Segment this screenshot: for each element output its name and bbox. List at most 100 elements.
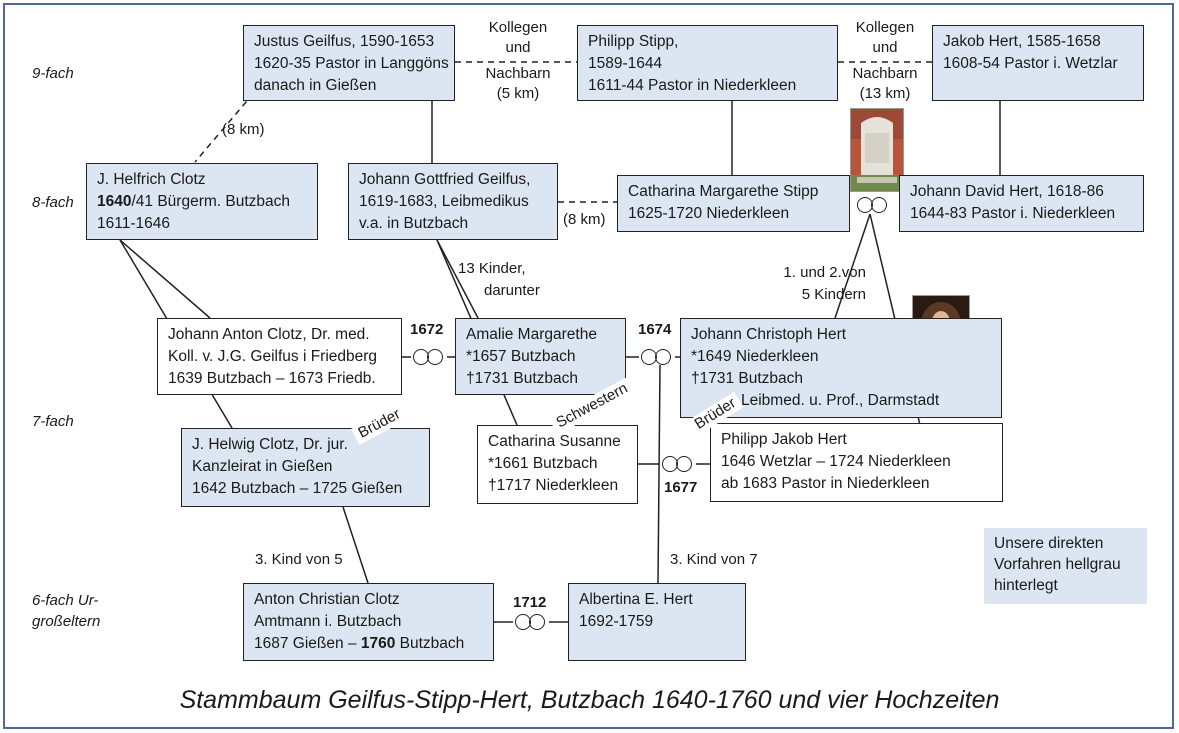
person-line-part: 1687 Gießen – xyxy=(254,635,361,652)
label-line: darunter xyxy=(484,282,540,299)
legend-line: Unsere direkten xyxy=(994,535,1104,552)
label-line: (13 km) xyxy=(859,85,911,102)
label-line: und xyxy=(505,39,531,56)
marriage-rings-icon xyxy=(855,197,891,213)
person-line: 1646 Wetzlar – 1724 Niederkleen xyxy=(721,453,951,470)
person-catharina-susanne: Catharina Susanne *1661 Butzbach †1717 N… xyxy=(477,425,638,504)
bold-year: 1640 xyxy=(97,193,132,210)
children-label-5: 1. und 2.von 5 Kindern xyxy=(756,262,866,306)
person-justus-geilfus: Justus Geilfus, 1590-1653 1620-35 Pastor… xyxy=(243,25,455,101)
person-line: J. Helfrich Clotz xyxy=(97,171,206,188)
marriage-year-1672: 1672 xyxy=(410,321,444,338)
person-line-part: Butzbach xyxy=(395,635,465,652)
marriage-year-1677: 1677 xyxy=(664,479,698,496)
person-line: 1611-1646 xyxy=(97,215,170,232)
marriage-year-1712: 1712 xyxy=(513,594,547,611)
child-label-3-of-7: 3. Kind von 7 xyxy=(670,551,758,568)
distance-label-8km-top: (8 km) xyxy=(222,121,265,138)
legend-line: Vorfahren hellgrau xyxy=(994,556,1121,573)
person-line: danach in Gießen xyxy=(254,77,377,94)
person-helfrich-clotz: J. Helfrich Clotz 1640/41 Bürgerm. Butzb… xyxy=(86,163,318,240)
label-line: 5 Kindern xyxy=(801,286,866,303)
diagram-caption: Stammbaum Geilfus-Stipp-Hert, Butzbach 1… xyxy=(179,686,1000,714)
person-line: J. Helwig Clotz, Dr. jur. xyxy=(192,436,348,453)
person-line: †1731 Butzbach xyxy=(691,370,804,387)
person-line: Catharina Susanne xyxy=(488,433,621,450)
generation-label-9: 9-fach xyxy=(32,65,74,82)
colleagues-label-2: Kollegen und Nachbarn (13 km) xyxy=(842,18,928,104)
person-line: 1642 Butzbach – 1725 Gießen xyxy=(192,480,403,497)
person-line: Kanzleirat in Gießen xyxy=(192,458,333,475)
children-label-13: 13 Kinder, darunter xyxy=(458,258,540,302)
generation-label-6b: großeltern xyxy=(32,613,101,630)
person-philipp-jakob-hert: Philipp Jakob Hert 1646 Wetzlar – 1724 N… xyxy=(710,423,1003,502)
distance-label-8km-mid: (8 km) xyxy=(563,211,606,228)
person-amalie-margarethe: Amalie Margarethe *1657 Butzbach †1731 B… xyxy=(455,318,626,395)
person-line: 1687 Gießen – 1760 Butzbach xyxy=(254,633,483,655)
marriage-rings-icon xyxy=(639,349,675,365)
person-line: v.a. in Butzbach xyxy=(359,215,469,232)
generation-label-8: 8-fach xyxy=(32,194,74,211)
legend-box: Unsere direkten Vorfahren hellgrau hinte… xyxy=(984,528,1147,604)
person-line: 1625-1720 Niederkleen xyxy=(628,205,790,222)
person-johann-anton-clotz: Johann Anton Clotz, Dr. med. Koll. v. J.… xyxy=(157,318,402,395)
child-label-3-of-5: 3. Kind von 5 xyxy=(255,551,343,568)
marriage-rings-icon xyxy=(411,349,447,365)
person-line: †1731 Butzbach xyxy=(466,370,579,387)
gravestone-photo xyxy=(850,108,904,192)
person-line: Amalie Margarethe xyxy=(466,326,597,343)
person-line: 1620-35 Pastor in Langgöns xyxy=(254,55,449,72)
person-line-rest: /41 Bürgerm. Butzbach xyxy=(131,193,291,210)
label-line: 13 Kinder, xyxy=(458,260,526,277)
person-line: Koll. v. J.G. Geilfus i Friedberg xyxy=(168,348,378,365)
legend-line: hinterlegt xyxy=(994,577,1058,594)
label-line: Nachbarn xyxy=(852,65,918,82)
person-line: Johann Gottfried Geilfus, xyxy=(359,171,531,188)
generation-label-7: 7-fach xyxy=(32,413,74,430)
person-catharina-margarethe-stipp: Catharina Margarethe Stipp 1625-1720 Nie… xyxy=(617,175,850,232)
label-line: Kollegen xyxy=(488,19,548,36)
person-line: 1692-1759 xyxy=(579,613,654,630)
label-line: Kollegen xyxy=(855,19,915,36)
person-line: Justus Geilfus, 1590-1653 xyxy=(254,33,435,50)
person-line: Jakob Hert, 1585-1658 xyxy=(943,33,1101,50)
label-line: und xyxy=(872,39,898,56)
person-johann-gottfried-geilfus: Johann Gottfried Geilfus, 1619-1683, Lei… xyxy=(348,163,558,240)
person-philipp-stipp: Philipp Stipp, 1589-1644 1611-44 Pastor … xyxy=(577,25,838,101)
person-line: Johann Anton Clotz, Dr. med. xyxy=(168,326,370,343)
person-line: *1657 Butzbach xyxy=(466,348,576,365)
person-albertina-hert: Albertina E. Hert 1692-1759 xyxy=(568,583,746,661)
person-anton-christian-clotz: Anton Christian Clotz Amtmann i. Butzbac… xyxy=(243,583,494,661)
person-line: Leibmed. u. Prof., Darmstadt xyxy=(741,392,940,409)
person-line: Amtmann i. Butzbach xyxy=(254,613,402,630)
marriage-rings-icon xyxy=(660,456,696,472)
label-line: (5 km) xyxy=(496,85,540,102)
person-helwig-clotz: J. Helwig Clotz, Dr. jur. Kanzleirat in … xyxy=(181,428,430,507)
person-line: 1644-83 Pastor i. Niederkleen xyxy=(910,205,1116,222)
person-line: 1639 Butzbach – 1673 Friedb. xyxy=(168,370,376,387)
person-johann-david-hert: Johann David Hert, 1618-86 1644-83 Pasto… xyxy=(899,175,1144,232)
marriage-year-1674: 1674 xyxy=(638,321,672,338)
person-line: *1661 Butzbach xyxy=(488,455,598,472)
person-line: Philipp Stipp, xyxy=(588,33,679,50)
person-line: 1619-1683, Leibmedikus xyxy=(359,193,529,210)
person-line: Albertina E. Hert xyxy=(579,591,693,608)
diagram-frame xyxy=(3,3,1174,729)
colleagues-label-1: Kollegen und Nachbarn (5 km) xyxy=(478,18,558,104)
person-line: 1589-1644 xyxy=(588,55,663,72)
person-line: *1649 Niederkleen xyxy=(691,348,819,365)
person-line: 1640/41 Bürgerm. Butzbach xyxy=(97,191,307,213)
person-line: 1608-54 Pastor i. Wetzlar xyxy=(943,55,1118,72)
person-line: Philipp Jakob Hert xyxy=(721,431,847,448)
person-jakob-hert: Jakob Hert, 1585-1658 1608-54 Pastor i. … xyxy=(932,25,1144,101)
person-line: Anton Christian Clotz xyxy=(254,591,400,608)
bold-year: 1760 xyxy=(360,635,396,652)
person-line: Johann David Hert, 1618-86 xyxy=(910,183,1104,200)
person-line: Johann Christoph Hert xyxy=(691,326,847,343)
person-line: Catharina Margarethe Stipp xyxy=(628,183,819,200)
marriage-rings-icon xyxy=(513,614,549,630)
person-line: 1611-44 Pastor in Niederkleen xyxy=(588,77,797,94)
person-line: ab 1683 Pastor in Niederkleen xyxy=(721,475,930,492)
generation-label-6a: 6-fach Ur- xyxy=(32,592,99,609)
label-line: 1. und 2.von xyxy=(783,264,866,281)
